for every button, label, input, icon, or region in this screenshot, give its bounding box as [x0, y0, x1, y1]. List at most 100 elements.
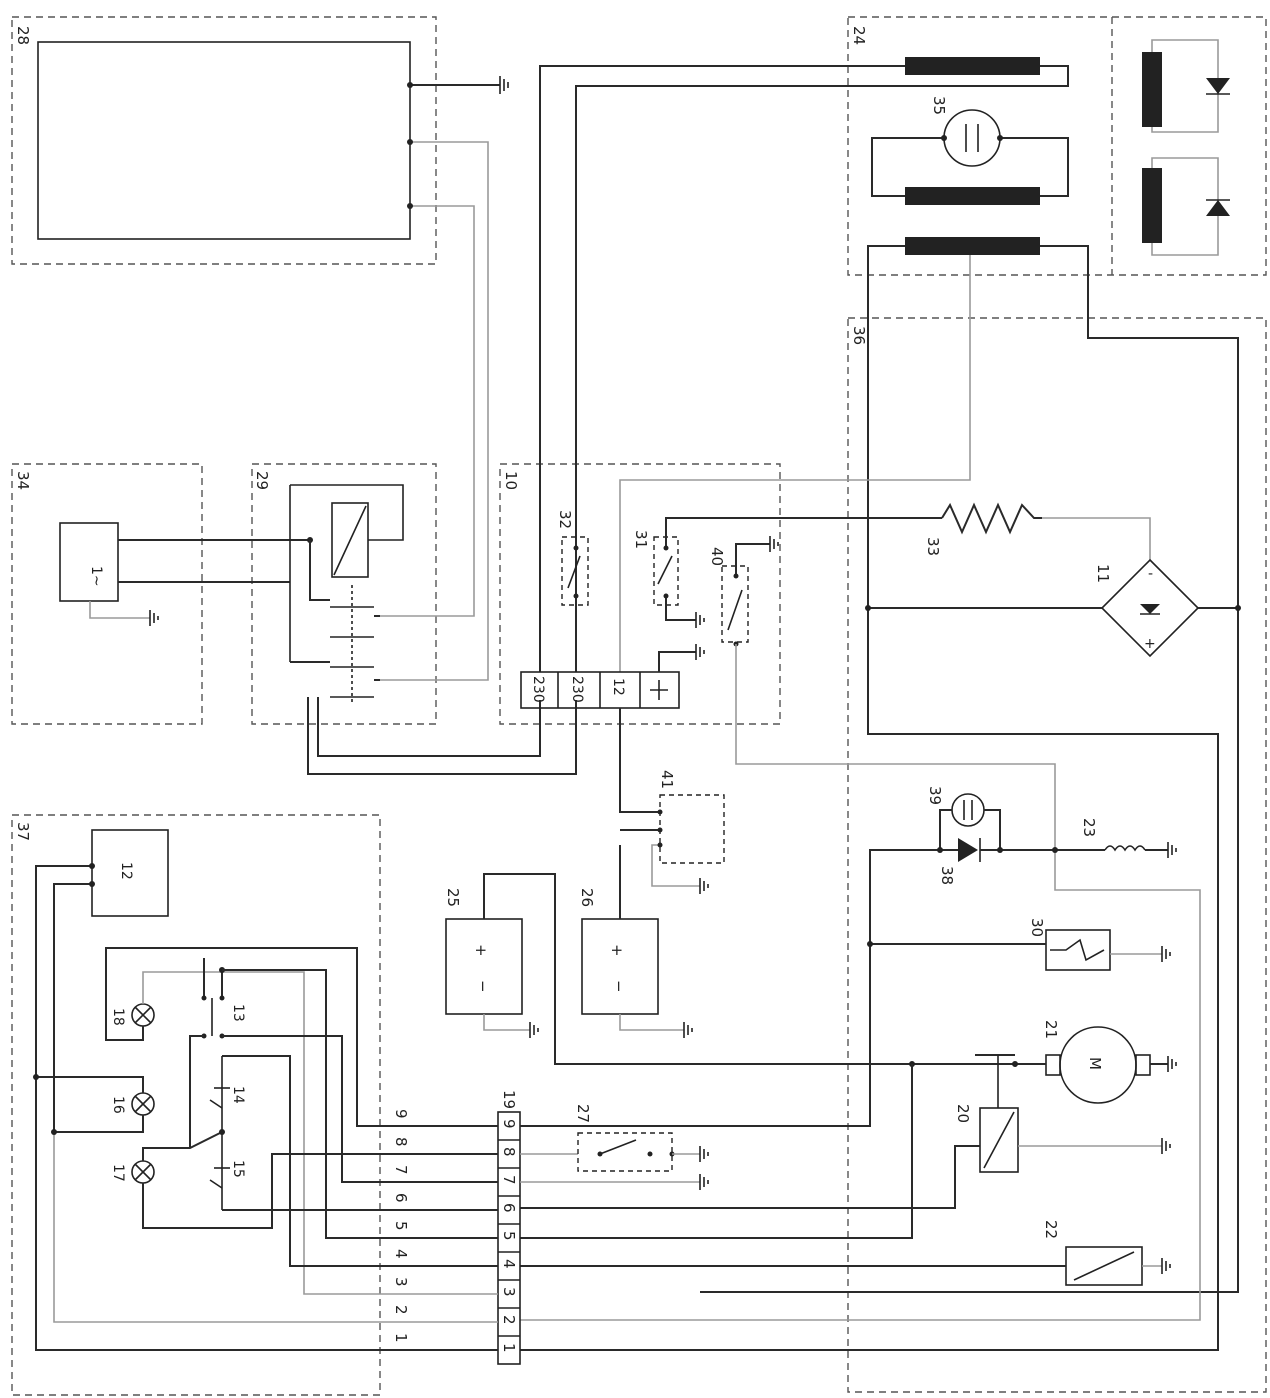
terminal-230-a: 230 [530, 676, 546, 703]
label-24: 24 [850, 26, 868, 45]
ground-icon [769, 536, 779, 552]
module-37-box [11, 814, 381, 1396]
wire-number-7: 7 [392, 1165, 410, 1175]
module-29-box [251, 463, 437, 725]
wire-number-8: 8 [392, 1137, 410, 1147]
relay-20 [979, 1107, 1019, 1173]
label-18: 18 [110, 1008, 126, 1026]
svg-text:-: - [1148, 566, 1153, 582]
inductor-23 [1104, 845, 1146, 852]
label-23: 23 [1080, 818, 1098, 837]
coil-2 [905, 187, 1040, 205]
component-35-capacitor [943, 109, 1001, 167]
label-20: 20 [954, 1104, 972, 1123]
terminal-19-5: 5 [500, 1231, 518, 1241]
label-40: 40 [708, 547, 726, 566]
label-32: 32 [556, 510, 574, 529]
component-34-source [59, 522, 119, 602]
ground-icon [650, 680, 668, 700]
label-12: 12 [118, 862, 134, 880]
lamp-16 [131, 1092, 155, 1116]
component-39-capacitor [951, 793, 985, 827]
terminal-19-1: 1 [500, 1343, 518, 1353]
ground-icon [529, 1022, 693, 1038]
battery-26-minus: − [610, 980, 628, 993]
wire-number-4: 4 [392, 1249, 410, 1259]
battery-26-plus: + [608, 944, 626, 957]
label-33: 33 [924, 537, 942, 556]
label-22: 22 [1042, 1220, 1060, 1239]
resistor-33 [941, 502, 1042, 535]
label-34: 34 [14, 471, 32, 490]
label-14: 14 [230, 1086, 246, 1104]
wire-number-3: 3 [392, 1277, 410, 1287]
label-29: 29 [253, 471, 271, 490]
diode-38 [958, 838, 978, 862]
motor-21-label: M [1086, 1057, 1104, 1070]
component-28 [37, 41, 411, 240]
coil-3 [905, 237, 1040, 255]
terminal-19-3: 3 [500, 1287, 518, 1297]
label-16: 16 [110, 1096, 126, 1114]
ground-icon [1161, 1258, 1171, 1274]
label-28: 28 [14, 26, 32, 45]
label-35: 35 [930, 96, 948, 115]
ground-icon [149, 610, 159, 626]
terminal-19-7: 7 [500, 1175, 518, 1185]
ground-icon [699, 1146, 709, 1190]
thermal-switch-30 [1045, 929, 1111, 971]
switch-14 [209, 1056, 230, 1132]
label-27: 27 [574, 1104, 592, 1123]
module-36-box [847, 317, 1267, 1393]
ground-icon [699, 878, 709, 894]
label-17: 17 [110, 1164, 126, 1182]
terminal-19-2: 2 [500, 1315, 518, 1325]
ground-icon [1161, 946, 1171, 962]
lamp-18 [131, 1003, 155, 1027]
relay-29-coil [331, 502, 369, 578]
switch-27 [577, 1132, 673, 1172]
label-10: 10 [502, 471, 520, 490]
switch-32 [561, 536, 589, 606]
component-37-12 [91, 829, 169, 917]
diode-module-upper [1142, 39, 1230, 133]
battery-25-minus: − [474, 980, 492, 993]
ground-icon [499, 76, 509, 94]
diode-module-lower [1142, 157, 1230, 256]
battery-25-plus: + [472, 944, 490, 957]
module-24-box [847, 16, 1267, 276]
rectifier-11 [1100, 558, 1200, 658]
label-11: 11 [1094, 564, 1112, 583]
label-19: 19 [500, 1090, 518, 1109]
ground-icon [1167, 1056, 1177, 1072]
wire-number-5: 5 [392, 1221, 410, 1231]
terminal-12: 12 [610, 678, 626, 696]
wire-number-1: 1 [392, 1333, 410, 1343]
terminal-230-b: 230 [569, 676, 585, 703]
terminal-19-8: 8 [500, 1147, 518, 1157]
terminal-19-6: 6 [500, 1203, 518, 1213]
coil-1 [905, 57, 1040, 75]
label-26: 26 [578, 888, 596, 907]
module-28-box [11, 16, 437, 265]
ground-icon [695, 644, 705, 660]
label-15: 15 [230, 1160, 246, 1178]
terminal-19-9: 9 [500, 1119, 518, 1129]
label-39: 39 [926, 786, 944, 805]
label-31: 31 [632, 530, 650, 549]
svg-text:+: + [1144, 636, 1156, 652]
label-13: 13 [230, 1004, 246, 1022]
module-10-box [499, 463, 781, 725]
terminal-strip-separators [498, 1139, 520, 1337]
terminal-19-4: 4 [500, 1259, 518, 1269]
label-37: 37 [14, 822, 32, 841]
lamp-17 [131, 1160, 155, 1184]
wire-number-2: 2 [392, 1305, 410, 1315]
ac-source-icon: 1~ [88, 566, 104, 587]
module-34-box [11, 463, 203, 725]
label-41: 41 [658, 770, 676, 789]
ground-icon [1167, 842, 1177, 858]
wire-number-9: 9 [392, 1109, 410, 1119]
label-21: 21 [1042, 1020, 1060, 1039]
